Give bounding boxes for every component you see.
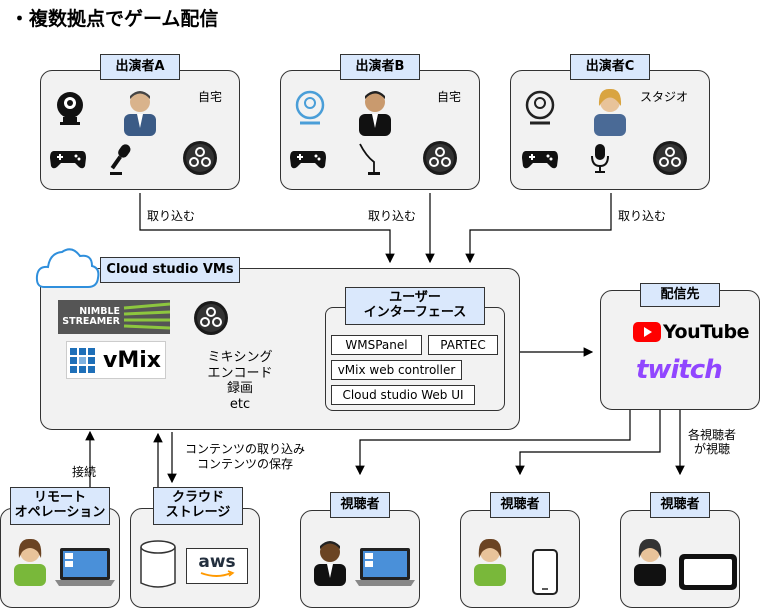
database-icon (140, 540, 176, 588)
webcam-icon (57, 92, 83, 125)
gamepad-icon (522, 151, 558, 169)
storage-tag: クラウド ストレージ (153, 487, 243, 525)
laptop-icon (355, 548, 415, 586)
capture-label-c: 取り込む (618, 209, 667, 223)
microphone-icon (591, 144, 609, 173)
webcam-icon (295, 90, 325, 125)
performer-c-tag: 出演者C (570, 54, 650, 80)
content-note: コンテンツの取り込み コンテンツの保存 (185, 442, 306, 471)
tablet-icon (679, 554, 737, 590)
vmix-web-controller-item: vMix web controller (331, 360, 462, 380)
capture-label-a: 取り込む (147, 209, 196, 223)
partec-item: PARTEC (428, 335, 498, 355)
performer-a-tag: 出演者A (100, 54, 180, 80)
obs-logo-icon (183, 141, 217, 175)
gamepad-icon (290, 151, 326, 169)
person-avatar-icon (359, 91, 391, 136)
vmix-logo: vMix (66, 341, 166, 379)
gooseneck-microphone-icon (359, 143, 380, 175)
performer-a-location: 自宅 (198, 90, 223, 104)
viewer-tag-2: 視聴者 (490, 492, 550, 518)
remote-connect-label: 接続 (72, 465, 97, 479)
aws-smile-icon (200, 569, 235, 577)
person-avatar-icon (634, 538, 666, 586)
distribution-tag: 配信先 (640, 283, 720, 307)
youtube-logo: YouTube (633, 321, 749, 343)
nimble-streamer-logo: NIMBLE STREAMER (58, 300, 170, 334)
obs-logo-icon (653, 141, 687, 175)
distribution-box (600, 290, 760, 410)
person-avatar-icon (14, 538, 46, 586)
cloud-functions-text: ミキシング エンコード 録画 etc (207, 350, 273, 412)
connector-viewer-1 (355, 410, 631, 476)
viewer-tag-3: 視聴者 (650, 492, 710, 518)
webcam-icon (525, 90, 555, 125)
capture-label-b: 取り込む (368, 209, 417, 223)
viewer-box-2 (460, 510, 580, 608)
smartphone-icon (532, 549, 558, 595)
gamepad-icon (50, 151, 86, 169)
microphone-icon (110, 144, 131, 175)
cloud-studio-web-ui-item: Cloud studio Web UI (331, 385, 475, 405)
performer-c-location: スタジオ (640, 90, 689, 104)
nimble-lines-icon (123, 302, 170, 330)
aws-logo: aws (186, 548, 248, 584)
viewer-note: 各視聴者 が視聴 (688, 428, 737, 457)
obs-logo-icon (423, 141, 457, 175)
youtube-play-icon (633, 322, 661, 342)
twitch-logo: twitch (636, 355, 723, 385)
vmix-grid-icon (70, 348, 95, 373)
person-avatar-icon (124, 91, 156, 136)
connector-viewer-2 (515, 410, 661, 476)
performer-b-location: 自宅 (437, 90, 462, 104)
person-avatar-icon (314, 541, 346, 586)
person-avatar-icon (474, 538, 506, 586)
page-title: ・複数拠点でゲーム配信 (10, 8, 219, 30)
connector-performer-c (465, 193, 612, 264)
wmspanel-item: WMSPanel (331, 335, 422, 355)
connector-performer-a (139, 193, 395, 264)
remote-tag: リモート オペレーション (10, 487, 110, 525)
viewer-tag-1: 視聴者 (330, 492, 390, 518)
user-interface-tag: ユーザー インターフェース (345, 287, 485, 325)
performer-b-tag: 出演者B (340, 54, 420, 80)
cloud-studio-tag: Cloud studio VMs (100, 257, 240, 283)
person-avatar-icon (594, 88, 626, 136)
laptop-icon (55, 548, 115, 586)
